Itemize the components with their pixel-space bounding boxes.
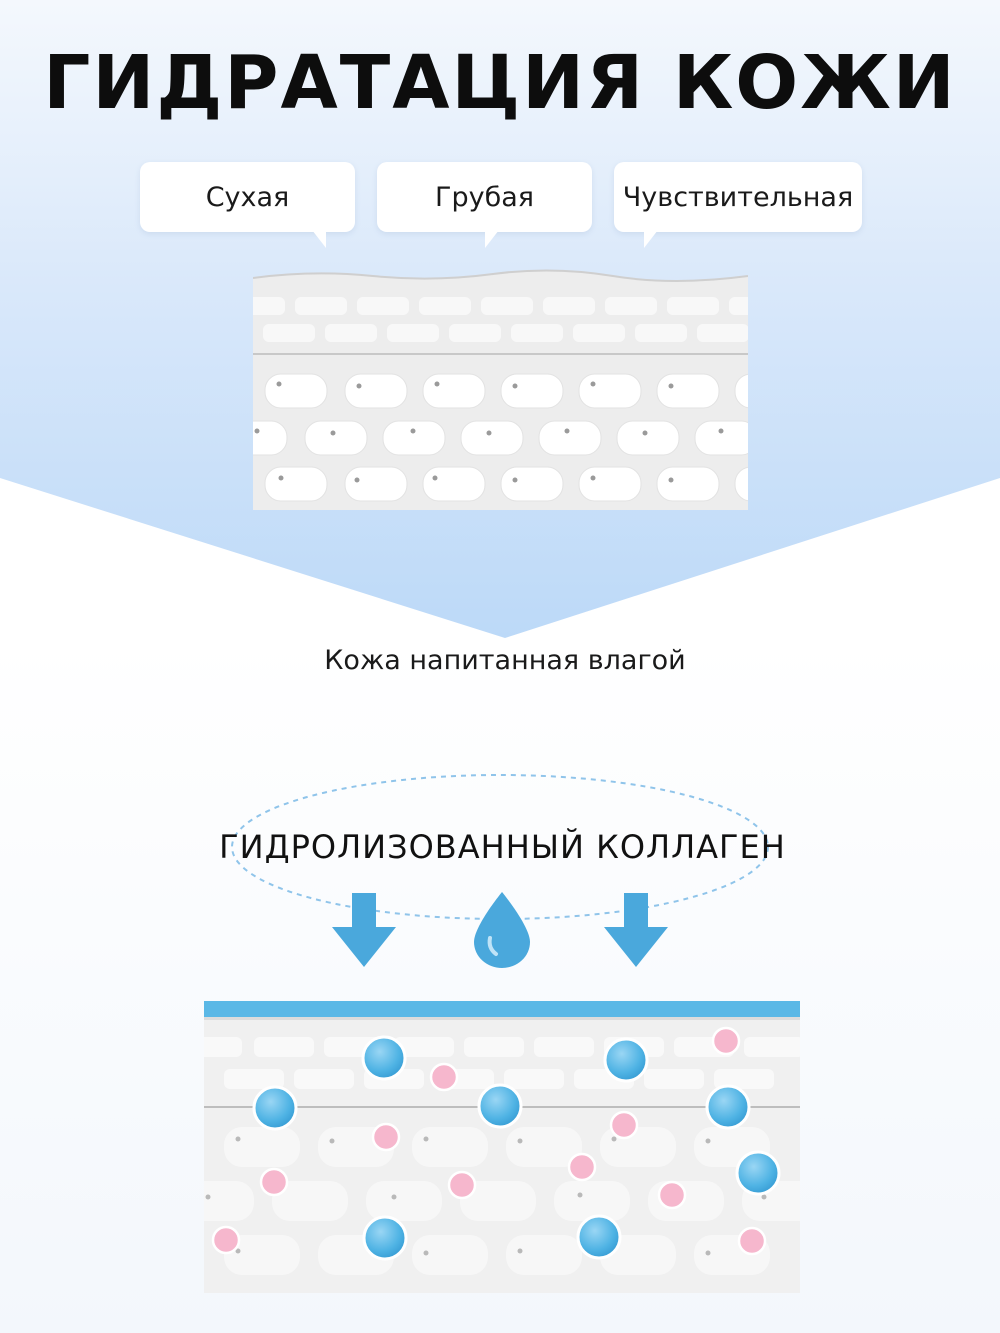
skin-type-bubble-sensitive: Чувствительная (614, 162, 862, 248)
down-arrow-icon (332, 893, 396, 967)
skin-type-bubble-dry: Сухая (140, 162, 355, 248)
page-title: ГИДРАТАЦИЯ КОЖИ (43, 40, 957, 126)
skin-type-label: Сухая (205, 181, 290, 213)
dry-skin-illustration (253, 269, 748, 510)
moisturized-skin-caption: Кожа напитанная влагой (324, 645, 686, 676)
skin-type-label: Грубая (434, 181, 535, 213)
collagen-molecules (211, 1026, 781, 1261)
down-arrow-icon (604, 893, 668, 967)
moisturized-skin-illustration (204, 1001, 800, 1293)
ingredient-label: ГИДРОЛИЗОВАННЫЙ КОЛЛАГЕН (219, 828, 786, 866)
water-drop-icon (474, 892, 530, 968)
ingredient-dashed-ellipse (231, 774, 769, 920)
skin-type-label: Чувствительная (622, 181, 854, 213)
skin-type-bubble-rough: Грубая (377, 162, 592, 248)
